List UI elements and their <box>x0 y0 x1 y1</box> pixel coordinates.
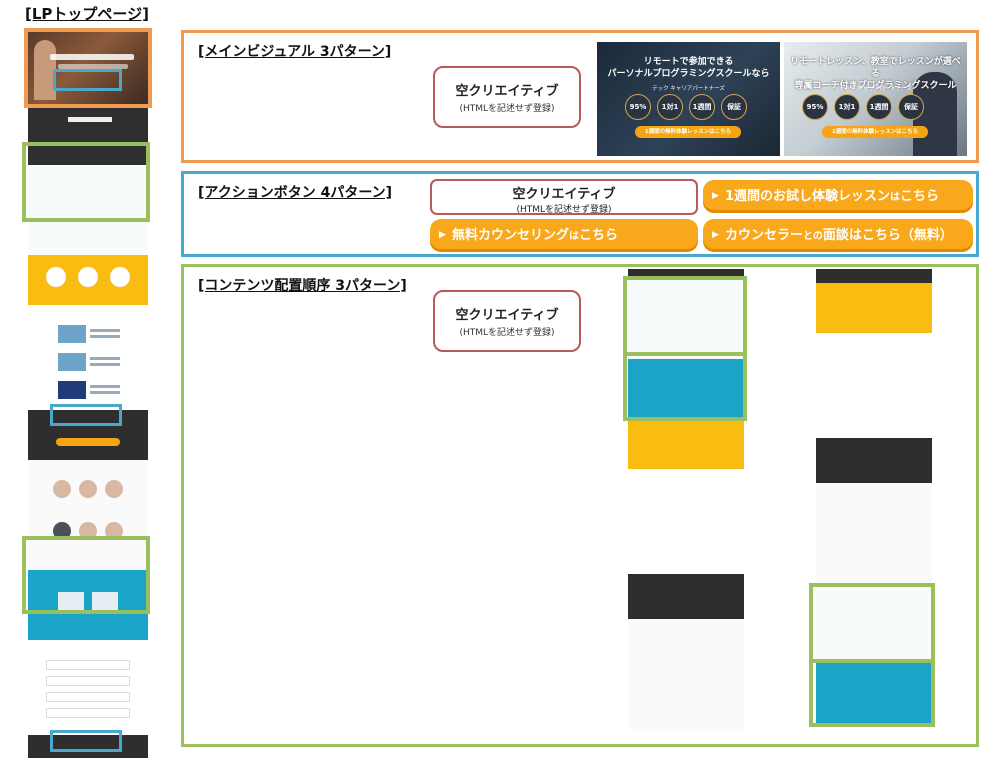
play-arrow-icon: ▶ <box>439 230 446 240</box>
highlight-pattern3-intro <box>809 583 935 663</box>
main-visual-banner-2: リモートレッスン、教室でレッスンが選べる 専属コーチ付きプログラミングスクール … <box>784 42 967 156</box>
counselor-interview-button[interactable]: ▶カウンセラーとの面談はこちら（無料） <box>703 219 973 252</box>
highlight-content-block-2 <box>22 536 150 614</box>
free-counseling-button[interactable]: ▶無料カウンセリングはこちら <box>430 219 698 252</box>
layout-pattern-2 <box>628 269 744 744</box>
banner-headline: リモートレッスン、教室でレッスンが選べる 専属コーチ付きプログラミングスクール <box>790 57 961 91</box>
empty-creative-note: (HTMLを記述せず登録) <box>459 104 555 114</box>
empty-creative-title: 空クリエイティブ <box>512 187 616 202</box>
empty-creative-box: 空クリエイティブ (HTMLを記述せず登録) <box>433 66 581 128</box>
lp-coach-section <box>28 460 148 570</box>
action-button-panel: [アクションボタン 4パターン] 空クリエイティブ (HTMLを記述せず登録) … <box>181 171 979 257</box>
empty-creative-title: 空クリエイティブ <box>455 84 559 99</box>
content-order-panel: [コンテンツ配置順序 3パターン] 空クリエイティブ (HTMLを記述せず登録) <box>181 264 979 747</box>
banner-brand: テック キャリアパートナーズ <box>839 86 912 92</box>
empty-creative-box: 空クリエイティブ (HTMLを記述せず登録) <box>433 290 581 352</box>
lp-intro-section <box>28 165 148 255</box>
trial-lesson-button[interactable]: ▶1週間のお試し体験レッスンはこちら <box>703 180 973 213</box>
banner-cta-button: 1週間の無料体験レッスンはこちら <box>822 126 928 138</box>
highlight-pattern2-intro <box>623 276 747 356</box>
lp-top-page-thumbnail <box>28 30 148 758</box>
banner-cta-button: 1週間の無料体験レッスンはこちら <box>635 126 741 138</box>
lp-faq-section <box>28 640 148 735</box>
content-order-label: [コンテンツ配置順序 3パターン] <box>198 278 407 294</box>
banner-brand: テック キャリアパートナーズ <box>652 86 725 92</box>
lp-yellow-section <box>28 255 148 305</box>
hero-subline-placeholder <box>58 64 128 69</box>
main-visual-banner-1: リモートで参加できる パーソナルプログラミングスクールなら テック キャリアパー… <box>597 42 780 156</box>
empty-creative-title: 空クリエイティブ <box>455 308 559 323</box>
layout-pattern-3 <box>816 269 932 744</box>
empty-creative-note: (HTMLを記述せず登録) <box>459 328 555 338</box>
highlight-content-block-1 <box>22 142 150 222</box>
action-button-label: [アクションボタン 4パターン] <box>198 185 393 201</box>
highlight-action-button-hero <box>53 69 122 91</box>
lp-dark-section-1 <box>28 105 148 165</box>
main-visual-label: [メインビジュアル 3パターン] <box>198 44 392 60</box>
highlight-main-visual <box>24 28 152 108</box>
empty-creative-box: 空クリエイティブ (HTMLを記述せず登録) <box>430 179 698 215</box>
lp-blue-section <box>28 570 148 640</box>
highlight-pattern3-blue <box>809 659 935 727</box>
empty-creative-note: (HTMLを記述せず登録) <box>516 205 612 215</box>
highlight-action-button-footer <box>50 730 122 752</box>
lp-footer-cta-section <box>28 735 148 758</box>
highlight-pattern2-blue <box>623 352 747 421</box>
lp-feature-list-section <box>28 305 148 410</box>
lp-cta-section-1 <box>28 410 148 460</box>
banner-headline: リモートで参加できる パーソナルプログラミングスクールなら <box>607 57 770 79</box>
play-arrow-icon: ▶ <box>712 191 719 201</box>
page-title: [LPトップページ] <box>25 5 149 23</box>
lp-hero-section <box>28 30 148 105</box>
highlight-action-button-mid <box>50 404 122 426</box>
play-arrow-icon: ▶ <box>712 230 719 240</box>
main-visual-panel: [メインビジュアル 3パターン] 空クリエイティブ (HTMLを記述せず登録) … <box>181 30 979 163</box>
hero-headline-placeholder <box>50 54 134 60</box>
